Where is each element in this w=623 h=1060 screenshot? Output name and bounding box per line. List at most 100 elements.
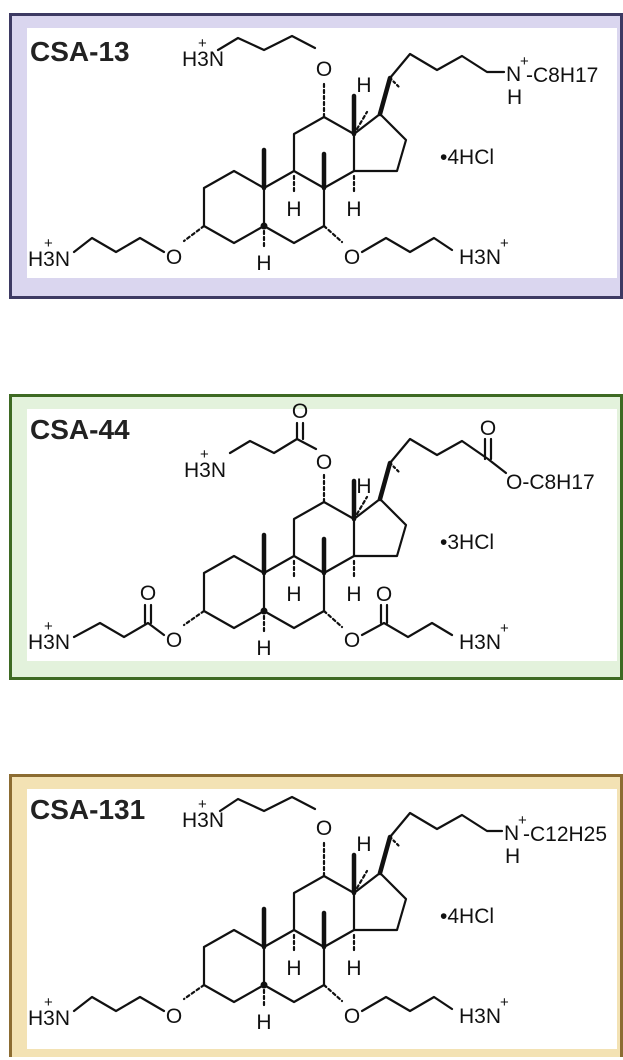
ring-b bbox=[262, 554, 326, 630]
h-bond bbox=[355, 869, 369, 890]
charge-label: + bbox=[500, 994, 509, 1011]
amine-label: H3N bbox=[182, 48, 224, 71]
amine-n-label: N bbox=[504, 822, 519, 845]
structure-csa-131: CSA-131 H H H H O H3N + O H3N + O H3N + bbox=[28, 794, 607, 1034]
amine-label: H3N bbox=[28, 631, 70, 654]
amine-label: H3N bbox=[459, 631, 501, 654]
h-bond bbox=[355, 495, 369, 516]
ester-label: O-C8H17 bbox=[506, 471, 595, 494]
ring-a bbox=[202, 554, 266, 630]
h-label: H bbox=[505, 845, 520, 868]
c3-bond bbox=[182, 983, 206, 1001]
c20-methyl bbox=[388, 76, 402, 90]
charge-label: + bbox=[200, 446, 209, 463]
ring-c bbox=[292, 115, 356, 190]
o-label: O bbox=[480, 417, 496, 440]
h-label: H bbox=[356, 475, 371, 498]
amine-label: H3N bbox=[182, 809, 224, 832]
ring-b bbox=[262, 169, 326, 245]
c17-bond bbox=[377, 75, 393, 117]
h-label: H bbox=[256, 252, 271, 275]
h-label: H bbox=[507, 86, 522, 109]
o-label: O bbox=[376, 583, 392, 606]
h-label: H bbox=[256, 637, 271, 660]
compound-name: CSA-131 bbox=[30, 794, 145, 825]
chain-c12 bbox=[216, 34, 317, 52]
c3-bond bbox=[182, 224, 206, 243]
charge-label: + bbox=[520, 53, 529, 70]
charge-label: + bbox=[44, 235, 53, 252]
c7-bond bbox=[322, 224, 344, 244]
h-label: H bbox=[286, 198, 301, 221]
c20-methyl bbox=[388, 835, 402, 849]
salt-label: •4HCl bbox=[440, 905, 494, 928]
c20-methyl bbox=[388, 461, 402, 475]
o-label: O bbox=[166, 629, 182, 652]
panel-csa-44: CSA-44 H H H H O O H3N + O O H3N + bbox=[9, 394, 623, 680]
ring-d bbox=[352, 112, 408, 173]
h-label: H bbox=[346, 957, 361, 980]
c7-bond bbox=[322, 609, 344, 629]
stereo-dot bbox=[260, 222, 268, 230]
structure-csa-13: CSA-13 H H H H O H3N + O H3N + O bbox=[28, 34, 598, 275]
h-label: H bbox=[286, 583, 301, 606]
charge-label: + bbox=[500, 235, 509, 252]
charge-label: + bbox=[500, 620, 509, 637]
compound-name: CSA-44 bbox=[30, 414, 130, 445]
amine-label: H3N bbox=[459, 1005, 501, 1028]
compound-name: CSA-13 bbox=[30, 36, 130, 67]
h-label: H bbox=[286, 957, 301, 980]
ring-a bbox=[202, 928, 266, 1004]
c17-bond bbox=[377, 460, 393, 502]
chain-c3 bbox=[72, 621, 166, 639]
side-chain bbox=[388, 437, 508, 475]
amine-label: H3N bbox=[459, 246, 501, 269]
ring-a bbox=[202, 169, 266, 245]
stereo-dot bbox=[260, 981, 268, 989]
ring-d bbox=[352, 871, 408, 932]
panel-csa-13: CSA-13 H H H H O H3N + O H3N + O bbox=[9, 13, 623, 299]
h-label: H bbox=[356, 74, 371, 97]
h-label: H bbox=[346, 198, 361, 221]
amine-label: H3N bbox=[28, 248, 70, 271]
charge-label: + bbox=[518, 812, 527, 829]
side-chain bbox=[388, 52, 506, 80]
o-label: O bbox=[316, 58, 332, 81]
ring-c bbox=[292, 500, 356, 575]
charge-label: + bbox=[44, 994, 53, 1011]
salt-label: •4HCl bbox=[440, 146, 494, 169]
structure-area bbox=[27, 409, 617, 661]
o-label: O bbox=[140, 582, 156, 605]
ring-c bbox=[292, 874, 356, 949]
stereo-dot bbox=[260, 607, 268, 615]
o-label: O bbox=[344, 629, 360, 652]
chain-c7 bbox=[360, 236, 454, 254]
o-label: O bbox=[344, 246, 360, 269]
h-label: H bbox=[356, 833, 371, 856]
ring-b bbox=[262, 928, 326, 1004]
c17-bond bbox=[377, 834, 393, 876]
charge-label: + bbox=[44, 618, 53, 635]
alkyl-label: -C8H17 bbox=[526, 64, 598, 87]
h-label: H bbox=[346, 583, 361, 606]
amine-label: H3N bbox=[184, 459, 226, 482]
o-label: O bbox=[166, 1005, 182, 1028]
c3-bond bbox=[182, 609, 206, 627]
o-label: O bbox=[316, 817, 332, 840]
structure-csa-44: CSA-44 H H H H O O H3N + O O H3N + bbox=[28, 400, 595, 660]
ring-d bbox=[352, 497, 408, 558]
chain-c7 bbox=[360, 995, 454, 1013]
chain-c7 bbox=[360, 621, 454, 639]
chain-c12 bbox=[218, 795, 317, 813]
h-bond bbox=[355, 110, 369, 131]
alkyl-label: -C12H25 bbox=[523, 823, 607, 846]
chain-c12 bbox=[228, 437, 318, 455]
side-chain bbox=[388, 811, 504, 839]
salt-label: •3HCl bbox=[440, 531, 494, 554]
o-label: O bbox=[166, 246, 182, 269]
charge-label: + bbox=[198, 35, 207, 52]
h-label: H bbox=[256, 1011, 271, 1034]
amine-label: H3N bbox=[28, 1007, 70, 1030]
charge-label: + bbox=[198, 796, 207, 813]
amine-n-label: N bbox=[506, 63, 521, 86]
